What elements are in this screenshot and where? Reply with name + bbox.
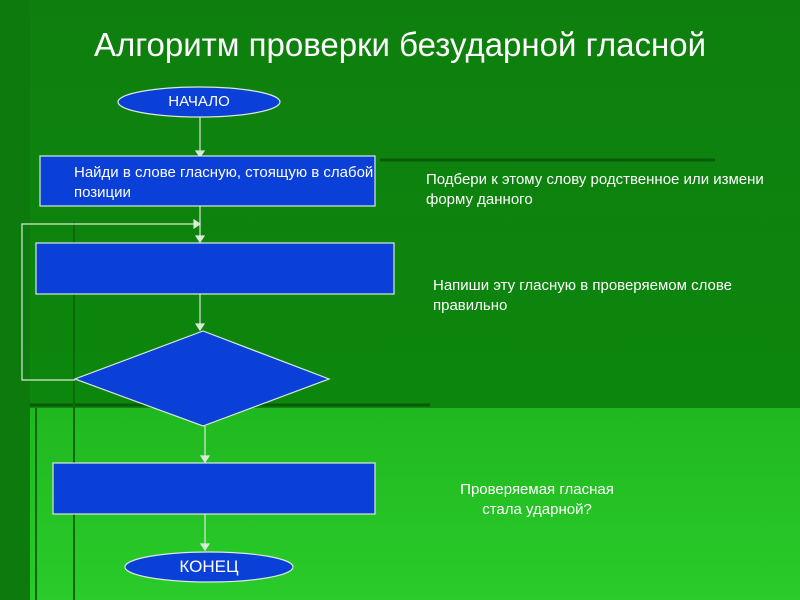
step1-process-box xyxy=(39,155,376,207)
step2-process-box xyxy=(35,242,395,295)
end-label: КОНЕЦ xyxy=(179,557,239,576)
loop-back-connector xyxy=(21,223,196,381)
arrowhead-end xyxy=(199,543,211,552)
arrowhead-step1 xyxy=(194,150,206,159)
step1-text: Найди в слове гласную, стоящую в слабой … xyxy=(74,164,374,201)
arrowhead-step3 xyxy=(199,455,211,464)
end-terminator xyxy=(124,551,294,583)
arrowhead-step2 xyxy=(194,235,206,244)
arrowhead-decision xyxy=(194,323,206,332)
decision-diamond xyxy=(73,330,331,427)
arrowhead-loop xyxy=(193,218,202,230)
start-label: НАЧАЛО xyxy=(168,93,230,110)
background-left-strip xyxy=(0,0,30,600)
hint-write-vowel: Напиши эту гласную в проверяемом слове п… xyxy=(433,277,732,314)
page-title: Алгоритм проверки безударной гласной xyxy=(93,26,707,63)
hint-decision-question: Проверяемая гласная стала ударной? xyxy=(460,481,614,518)
hint-find-related-word: Подбери к этому слову родственное или из… xyxy=(426,171,764,208)
step3-process-box xyxy=(52,462,376,515)
start-terminator xyxy=(117,86,281,118)
